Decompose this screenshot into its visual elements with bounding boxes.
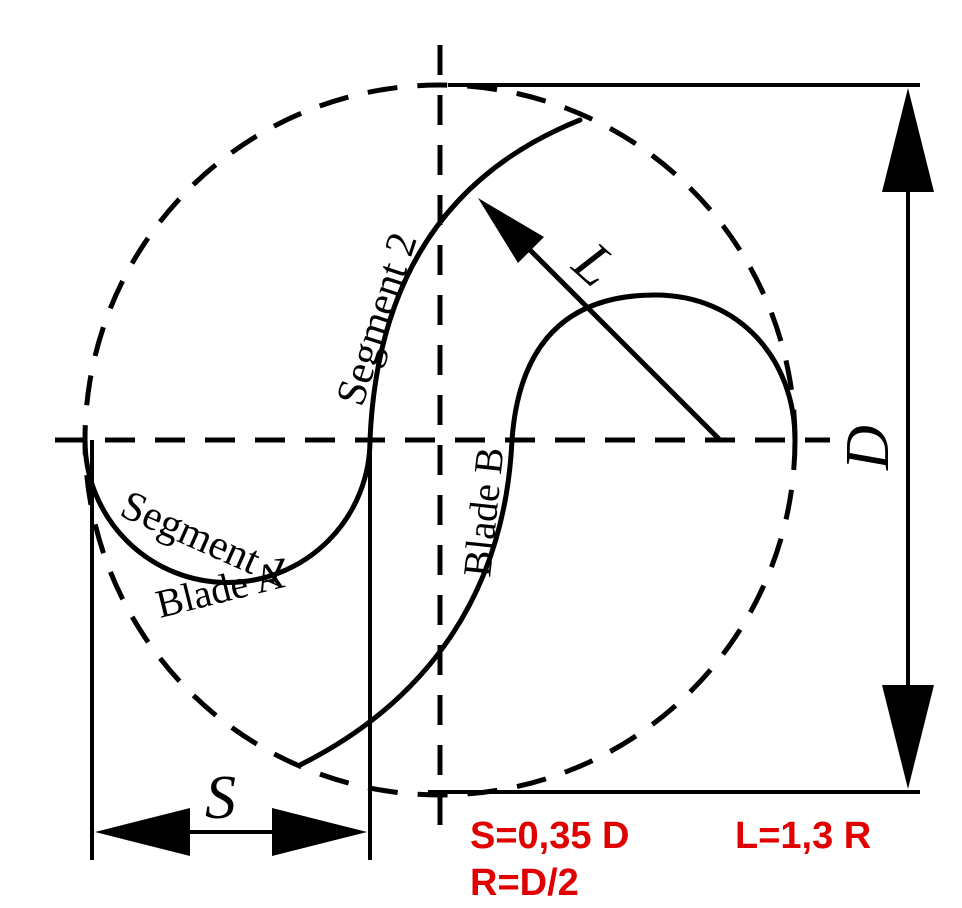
s-right-arrowhead xyxy=(272,808,367,856)
blade-b-lower-arc xyxy=(297,437,515,768)
radius-l-arrowhead xyxy=(478,198,544,263)
blade-b-label: Blade B xyxy=(454,445,512,579)
rotor-envelope-circle xyxy=(82,82,798,798)
segment-2-label: Segment 2 xyxy=(328,227,427,411)
blade-b-upper-arc xyxy=(509,292,798,443)
d-label: D xyxy=(834,425,902,471)
blade-a-segment-2 xyxy=(367,117,583,443)
s-formula: S=0,35 D xyxy=(470,815,630,857)
s-left-arrowhead xyxy=(95,808,190,856)
d-top-arrowhead xyxy=(882,88,934,192)
l-formula: L=1,3 R xyxy=(735,815,871,857)
d-bottom-arrowhead xyxy=(882,685,934,789)
radius-l-line xyxy=(508,228,722,442)
r-formula: R=D/2 xyxy=(470,862,579,904)
blade-a-segment-1 xyxy=(82,437,373,585)
s-label: S xyxy=(205,764,236,832)
